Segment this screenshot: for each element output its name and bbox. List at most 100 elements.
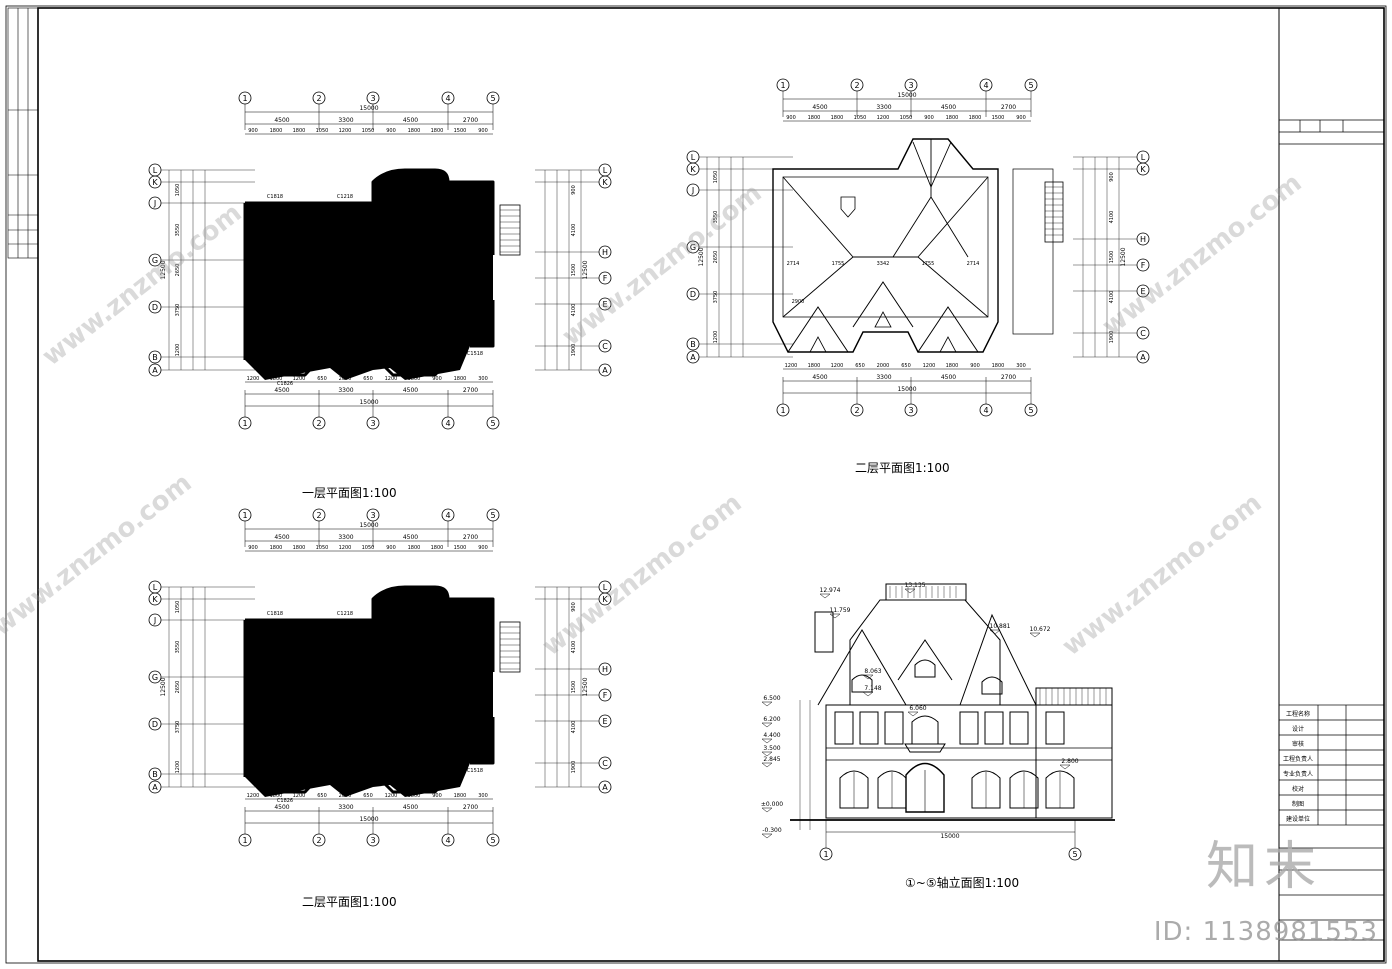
dormer-window xyxy=(914,659,936,678)
axis-label: 1 xyxy=(780,406,785,415)
axis-label: 3 xyxy=(370,836,375,845)
level-triangle xyxy=(862,674,874,680)
level-triangle xyxy=(1029,632,1041,638)
facade-body xyxy=(825,704,1037,819)
roof-ridge xyxy=(930,196,969,258)
segment-dimension: 300 xyxy=(478,376,488,382)
segment-dimension: 1800 xyxy=(293,545,306,551)
upper-window xyxy=(859,711,879,745)
axis-label: F xyxy=(1141,261,1146,270)
interior-dimension: 800 xyxy=(314,711,324,717)
axis-label: A xyxy=(602,783,608,792)
entry-arc xyxy=(318,349,374,369)
axis-label: C xyxy=(1140,329,1146,338)
axis-label: K xyxy=(152,595,158,604)
axis-label: K xyxy=(152,178,158,187)
side-overall-dimension: 12500 xyxy=(160,260,167,279)
segment-dimension: 1500 xyxy=(454,545,467,551)
segment-dimension: 1050 xyxy=(900,115,913,121)
sheet-frame xyxy=(5,5,1387,964)
dormer-window xyxy=(874,311,892,328)
vertical-dimension: 2650 xyxy=(175,264,181,277)
axis-label: 2 xyxy=(854,81,859,90)
segment-dimension: 1050 xyxy=(362,545,375,551)
axis-label: F xyxy=(603,691,608,700)
window-label: C1818 xyxy=(267,611,283,617)
right-spire-roof xyxy=(959,613,1037,706)
segment-dimension: 900 xyxy=(478,128,488,134)
window-label: C1218 xyxy=(337,611,353,617)
window-label: C1826 xyxy=(277,798,293,804)
exterior-wall xyxy=(470,300,495,348)
axis-label: H xyxy=(602,248,608,257)
axis-label: J xyxy=(153,199,156,208)
axis-label: J xyxy=(153,616,156,625)
elevation-caption: ①~⑤轴立面图1:100 xyxy=(905,876,1020,890)
axis-label: A xyxy=(152,783,158,792)
title-block-row: 审核 xyxy=(1292,740,1304,748)
window-label: C1826 xyxy=(277,381,293,387)
axis-label: 5 xyxy=(1072,850,1077,859)
segment-dimension: 1800 xyxy=(270,545,283,551)
level-mark: ±0.000 xyxy=(761,801,783,808)
vertical-dimension: 1900 xyxy=(571,344,577,357)
level-mark: 13.135 xyxy=(905,582,926,589)
entry-arc xyxy=(318,766,374,786)
axis-label: 1 xyxy=(823,850,828,859)
ground-window xyxy=(971,770,1001,809)
level-triangle xyxy=(761,722,773,728)
turret-ridge xyxy=(912,141,952,189)
axis-label: 4 xyxy=(983,81,988,90)
side-overall-dimension: 12500 xyxy=(582,260,589,279)
axis-label: J xyxy=(691,186,694,195)
roof-inner xyxy=(782,176,989,318)
overall-dimension: 15000 xyxy=(359,816,378,823)
vertical-dimension: 1500 xyxy=(571,681,577,694)
axis-label: 5 xyxy=(1028,81,1033,90)
exterior-wall xyxy=(448,597,495,672)
segment-dimension: 1800 xyxy=(270,793,283,799)
dormer xyxy=(852,281,914,328)
vertical-dimension: 4100 xyxy=(1109,291,1115,304)
level-triangle xyxy=(761,701,773,707)
chimney xyxy=(840,196,856,218)
span-dimension: 4500 xyxy=(812,374,827,381)
roof-dimension: 2714 xyxy=(787,261,800,267)
roof-dimension: 2714 xyxy=(967,261,980,267)
title-block-row: 建设单位 xyxy=(1286,815,1310,823)
ground-window xyxy=(839,770,869,809)
chimney xyxy=(814,611,834,653)
vertical-dimension: 4100 xyxy=(571,721,577,734)
segment-dimension: 1800 xyxy=(946,363,959,369)
level-triangle xyxy=(761,833,773,839)
roof-ridge xyxy=(782,176,854,258)
axis-label: 2 xyxy=(854,406,859,415)
segment-dimension: 650 xyxy=(855,363,865,369)
axis-label: 3 xyxy=(370,511,375,520)
axis-label: K xyxy=(1140,165,1146,174)
overall-dimension: 15000 xyxy=(359,399,378,406)
interior-dimension: 1250 xyxy=(269,711,282,717)
axis-label: K xyxy=(690,165,696,174)
window-label: C1518 xyxy=(467,768,483,774)
segment-dimension: 1200 xyxy=(923,363,936,369)
span-dimension: 4500 xyxy=(941,374,956,381)
axis-label: A xyxy=(602,366,608,375)
exterior-wall xyxy=(371,585,450,620)
axis-label: 4 xyxy=(445,419,450,428)
dormer xyxy=(787,306,849,353)
stair-block xyxy=(499,204,521,256)
exterior-wall xyxy=(470,717,495,765)
stair-block xyxy=(1044,181,1064,243)
segment-dimension: 1800 xyxy=(408,545,421,551)
vertical-dimension: 1200 xyxy=(175,344,181,357)
axis-label: D xyxy=(152,720,158,729)
vertical-dimension: 1500 xyxy=(1109,251,1115,264)
door-swing xyxy=(318,229,330,241)
segment-dimension: 1800 xyxy=(992,363,1005,369)
balcony xyxy=(904,743,946,753)
overall-dimension: 15000 xyxy=(897,386,916,393)
axis-label: 1 xyxy=(780,81,785,90)
segment-dimension: 1800 xyxy=(270,128,283,134)
